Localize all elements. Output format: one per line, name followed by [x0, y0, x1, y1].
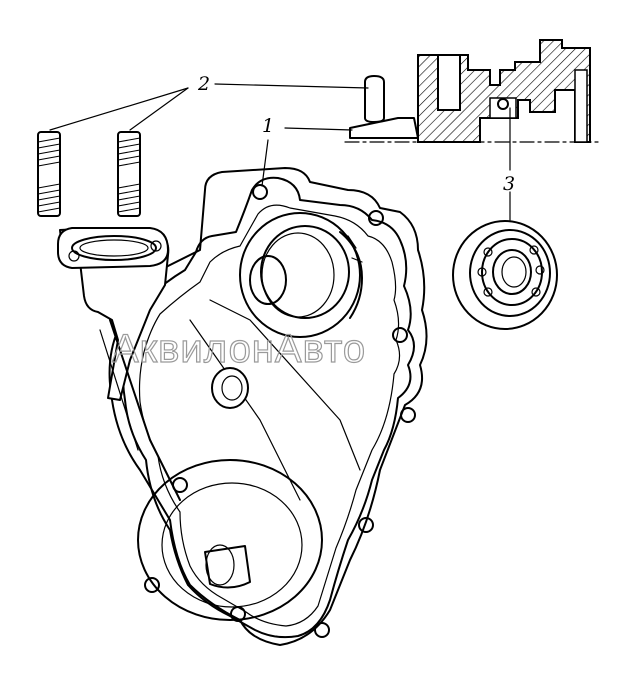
cover-housing [57, 167, 428, 646]
section-view [344, 39, 599, 143]
stud-left [37, 131, 61, 217]
watermark-text: АквилонАвто [112, 327, 366, 371]
ball-bearing [452, 220, 558, 330]
leader-lines [49, 83, 511, 221]
stud-right [117, 131, 141, 217]
callout-label-3: 3 [503, 173, 515, 195]
callout-label-2: 2 [197, 73, 210, 95]
callout-label-1: 1 [262, 115, 274, 137]
